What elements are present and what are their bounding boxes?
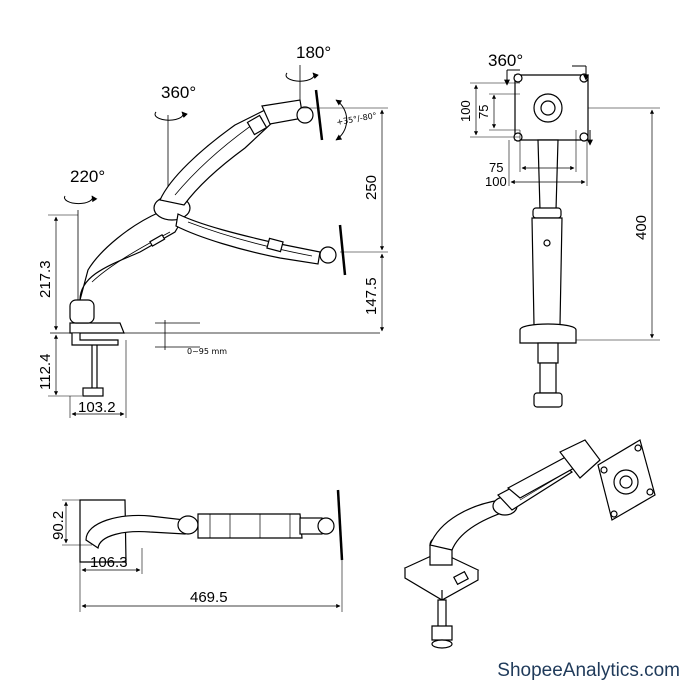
side-view	[48, 65, 388, 418]
vesa-inner-height-dim: 75	[476, 105, 491, 119]
upper-arm-dim: 250	[363, 175, 380, 200]
vesa-outer-width-dim: 100	[485, 174, 507, 189]
base-height-dim: 217.3	[37, 260, 54, 298]
middle-rotation-label: 360°	[161, 83, 196, 102]
reach-dim: 469.5	[190, 589, 228, 606]
vesa-inner-width-dim: 75	[489, 160, 503, 175]
base-width-dim: 103.2	[78, 399, 116, 416]
head-height-dim: 147.5	[363, 277, 380, 315]
vesa-outer-height-dim: 100	[458, 100, 473, 122]
tilt-label: +35°/-80°	[336, 111, 378, 127]
watermark: ShopeeAnalytics.com	[497, 660, 680, 681]
isometric-view	[403, 439, 656, 649]
base-depth-dim: 106.3	[90, 554, 128, 571]
base-rotation-label: 220°	[70, 167, 105, 186]
clamp-height-dim: 112.4	[37, 354, 54, 390]
depth-dim: 90.2	[50, 511, 67, 540]
front-view	[470, 65, 660, 408]
desk-range-label: 0~95 mm	[187, 347, 227, 356]
top-view	[62, 489, 344, 612]
head-rotation-label: 180°	[296, 43, 331, 62]
front-rotation-label: 360°	[488, 51, 523, 70]
total-height-dim: 400	[633, 215, 650, 240]
